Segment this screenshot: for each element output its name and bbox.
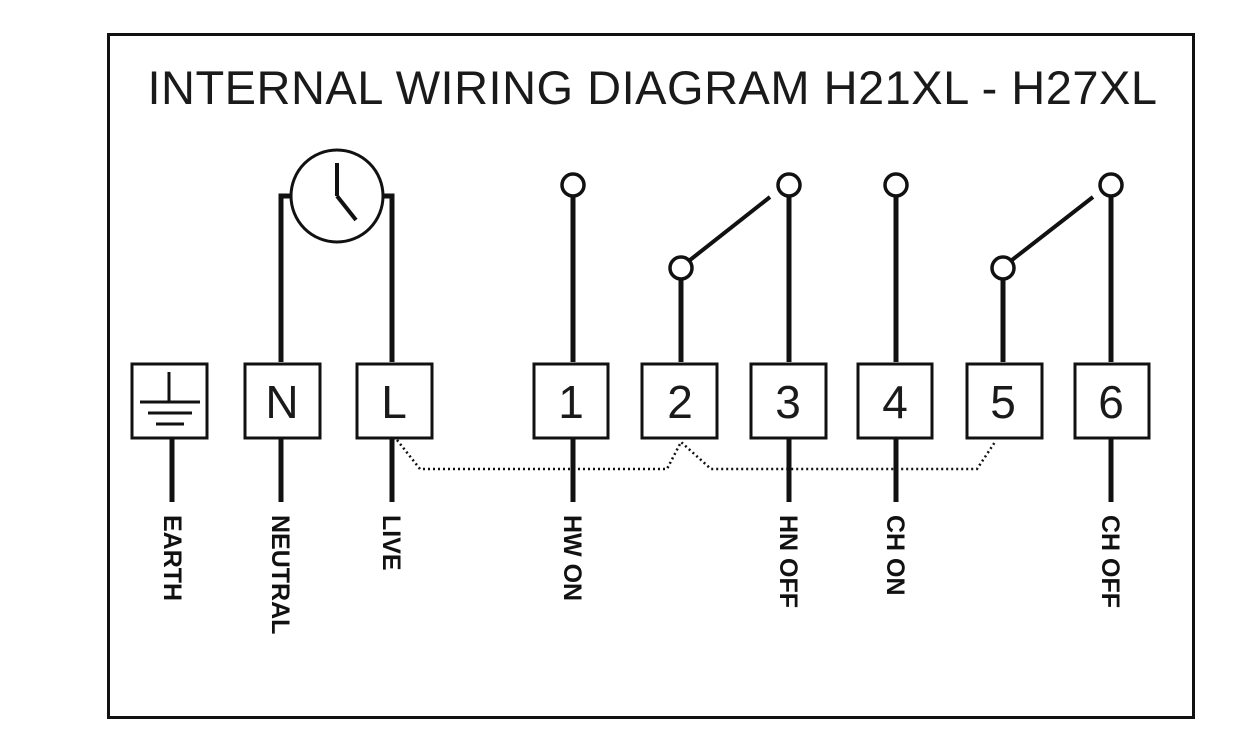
terminal-5: 5 [965,362,1044,440]
terminal-4-label: 4 [882,376,908,428]
dotted-link [396,439,997,471]
terminal-6-label: 6 [1098,376,1124,428]
lead-wires [169,438,1114,502]
terminal-4: 4 [856,362,934,440]
terminal-5-label: 5 [990,376,1016,428]
diagram-frame [107,33,1195,719]
label-ch-on: CH ON [881,515,909,596]
terminal-n: N [243,362,322,440]
terminal-n-label: N [265,376,298,428]
terminal-l-label: L [381,376,407,428]
clock-icon [289,148,385,244]
terminal-6: 6 [1073,362,1151,440]
terminal-l: L [355,362,434,440]
terminal-1: 1 [532,362,610,440]
label-earth: EARTH [158,515,186,601]
label-hw-on: HW ON [558,515,586,601]
diagram-title: INTERNAL WIRING DIAGRAM H21XL - H27XL [147,61,1158,114]
label-live: LIVE [377,515,405,571]
terminal-2-label: 2 [667,376,693,428]
terminal-3: 3 [749,362,828,440]
central-heating-switch [990,172,1124,362]
hot-water-switch [668,172,802,362]
terminal-3-label: 3 [775,376,801,428]
earth-icon [140,372,200,426]
hw-on-contact [560,172,586,362]
terminal-2: 2 [640,362,719,440]
earth-terminal [130,362,209,440]
label-hn-off: HN OFF [774,515,802,608]
terminal-1-label: 1 [558,376,584,428]
live-wire [383,193,395,362]
label-ch-off: CH OFF [1096,515,1124,608]
neutral-wire [278,193,291,362]
label-neutral: NEUTRAL [266,515,294,634]
ch-on-contact [883,172,909,362]
